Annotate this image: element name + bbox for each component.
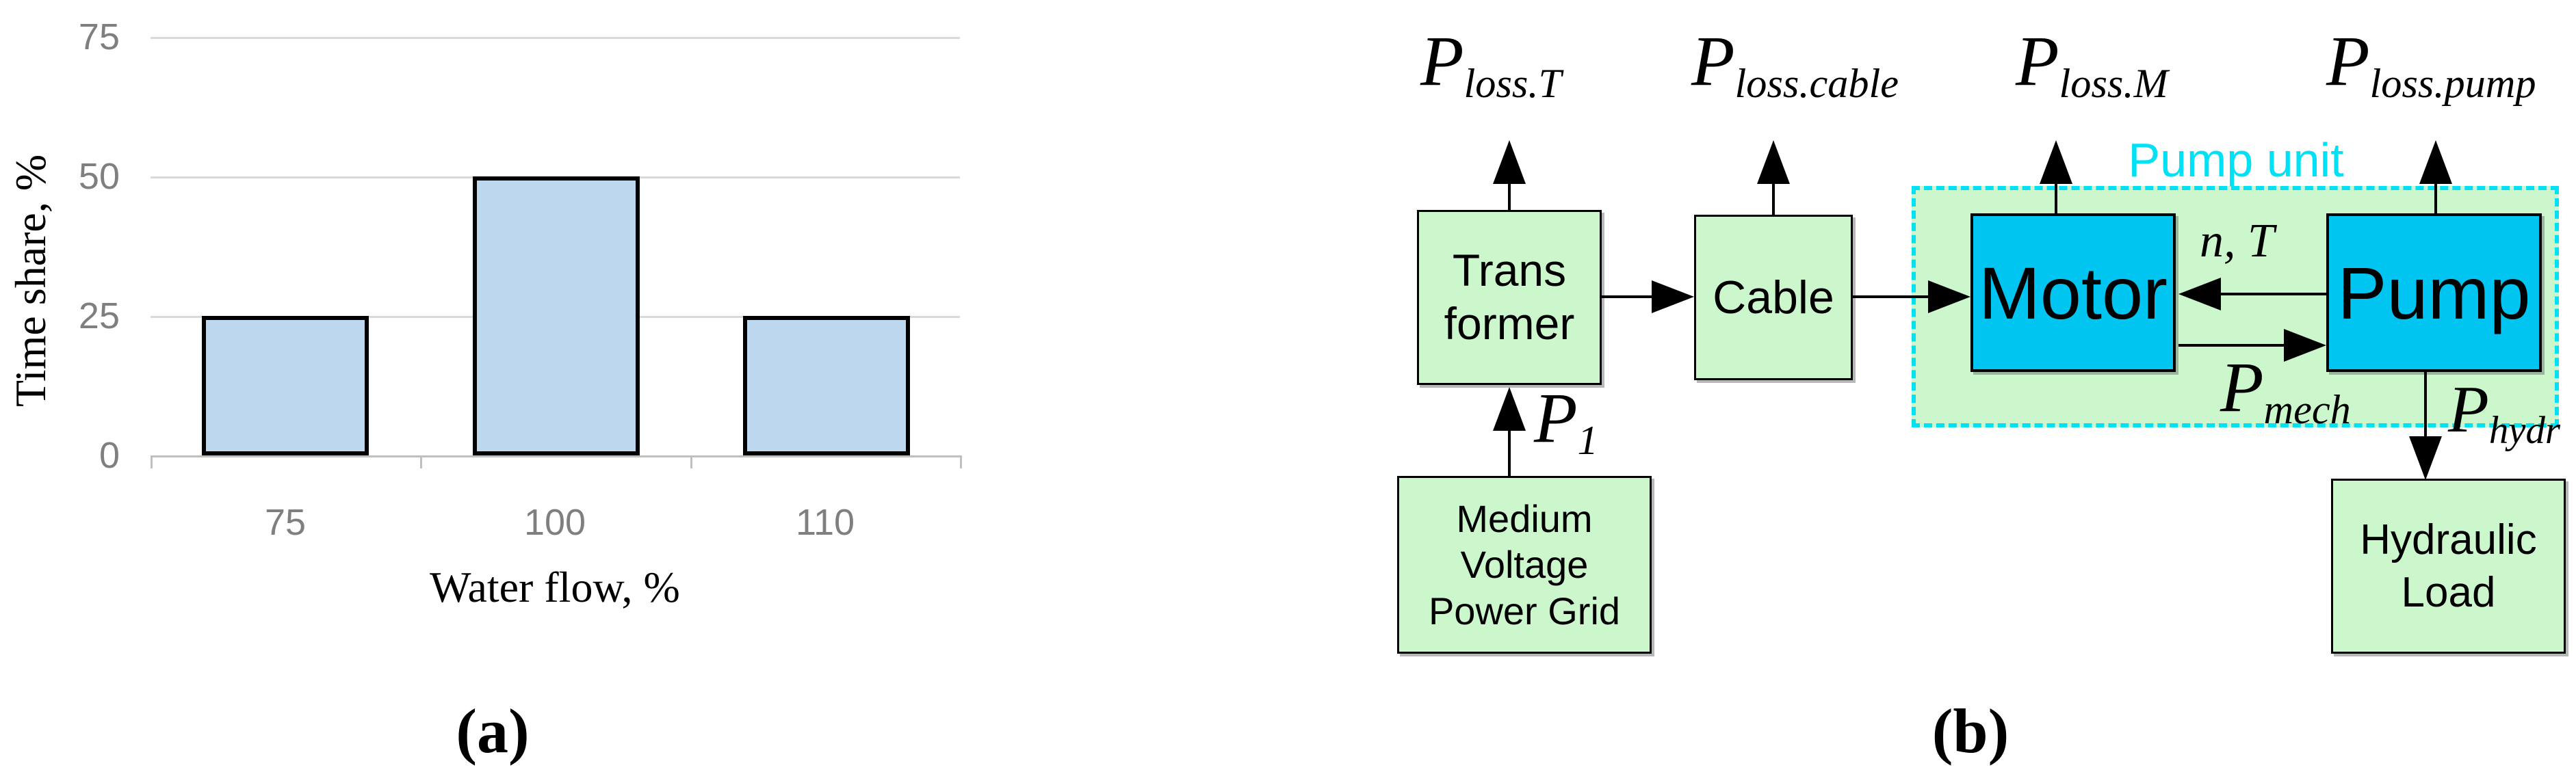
cable-box: Cable [1694, 215, 1853, 380]
x-axis-line [151, 455, 962, 457]
hydraulic-load-label-line2: Load [2401, 569, 2496, 616]
transformer-to-cable-arrow [1602, 295, 1654, 298]
p-hydr-label: Phydr [2448, 376, 2560, 450]
grid-to-transformer-arrow [1508, 429, 1511, 476]
p-base: P [1534, 379, 1578, 457]
p-base: P [2448, 373, 2489, 447]
power-grid-box: Medium Voltage Power Grid [1397, 476, 1652, 654]
up-arrow-icon [2419, 140, 2452, 184]
p-loss-pump-label: Ploss.pump [2326, 26, 2536, 105]
y-tick-0: 0 [99, 435, 120, 476]
right-arrow-icon [2284, 329, 2326, 362]
right-arrow-icon [1652, 280, 1694, 313]
y-axis-title: Time share, % [6, 154, 55, 407]
motor-loss-arrow [2055, 183, 2057, 213]
bar-75 [202, 316, 369, 455]
motor-to-pump-arrow [2178, 344, 2285, 347]
right-arrow-icon [1928, 280, 1970, 313]
p-sub: loss.cable [1734, 61, 1899, 107]
p-loss-m-label: Ploss.M [2016, 26, 2168, 105]
bar-100 [473, 176, 640, 455]
p-loss-t-label: Ploss.T [1420, 26, 1561, 105]
down-arrow-icon [2409, 436, 2442, 480]
motor-label: Motor [1978, 251, 2168, 334]
transformer-loss-arrow [1508, 183, 1511, 210]
p-sub: 1 [1577, 418, 1598, 464]
pump-unit-label: Pump unit [2128, 133, 2344, 187]
cable-loss-arrow [1772, 183, 1775, 215]
x-tick-100: 100 [523, 502, 586, 543]
bar-110 [743, 316, 910, 455]
p-sub: loss.M [2059, 61, 2168, 107]
pump-box: Pump [2326, 213, 2542, 372]
pump-label: Pump [2337, 251, 2531, 334]
pump-to-motor-arrow [2221, 293, 2326, 295]
transformer-box: Trans former [1417, 210, 1602, 385]
power-grid-label-line3: Power Grid [1428, 589, 1621, 633]
p-base: P [1420, 22, 1464, 101]
left-arrow-icon [2178, 278, 2221, 310]
p-base: P [2220, 348, 2264, 427]
x-axis-tick [420, 457, 422, 468]
caption-a: (a) [456, 696, 530, 766]
x-axis-tick [960, 457, 962, 468]
p-base: P [2016, 22, 2059, 101]
y-tick-75: 75 [78, 16, 120, 57]
cable-to-motor-arrow [1853, 295, 1929, 298]
y-tick-25: 25 [78, 295, 120, 336]
pump-loss-arrow [2434, 183, 2437, 213]
p-loss-cable-label: Ploss.cable [1691, 26, 1899, 105]
power-grid-label-line2: Voltage [1460, 543, 1589, 587]
caption-b: (b) [1931, 696, 2009, 766]
up-arrow-icon [1757, 140, 1790, 184]
y-tick-50: 50 [78, 156, 120, 197]
x-tick-110: 110 [795, 502, 855, 543]
p-sub: mech [2263, 387, 2351, 434]
x-axis-tick [151, 457, 153, 468]
transformer-label-line2: former [1444, 298, 1575, 349]
transformer-label-line1: Trans [1452, 245, 1567, 296]
n-t-label: n, T [2200, 215, 2274, 267]
p-sub: loss.T [1463, 61, 1562, 107]
x-axis-tick [690, 457, 692, 468]
up-arrow-icon [1493, 140, 1526, 184]
up-arrow-icon [1493, 387, 1526, 431]
hydraulic-load-label-line1: Hydraulic [2360, 516, 2537, 563]
hydraulic-load-box: Hydraulic Load [2331, 479, 2566, 654]
x-tick-75: 75 [264, 502, 307, 543]
up-arrow-icon [2040, 140, 2072, 184]
p-mech-label: Pmech [2220, 352, 2351, 431]
p-base: P [1691, 22, 1735, 101]
motor-box: Motor [1970, 213, 2176, 372]
p-sub: loss.pump [2369, 61, 2536, 107]
p-base: P [2326, 22, 2370, 101]
cable-label: Cable [1713, 271, 1834, 323]
x-axis-title: Water flow, % [430, 563, 680, 611]
p-1-label: P1 [1534, 383, 1598, 462]
power-grid-label-line1: Medium [1456, 497, 1593, 541]
gridline-75 [151, 37, 960, 39]
pump-to-load-arrow [2424, 372, 2427, 438]
p-sub: hydr [2488, 409, 2561, 453]
